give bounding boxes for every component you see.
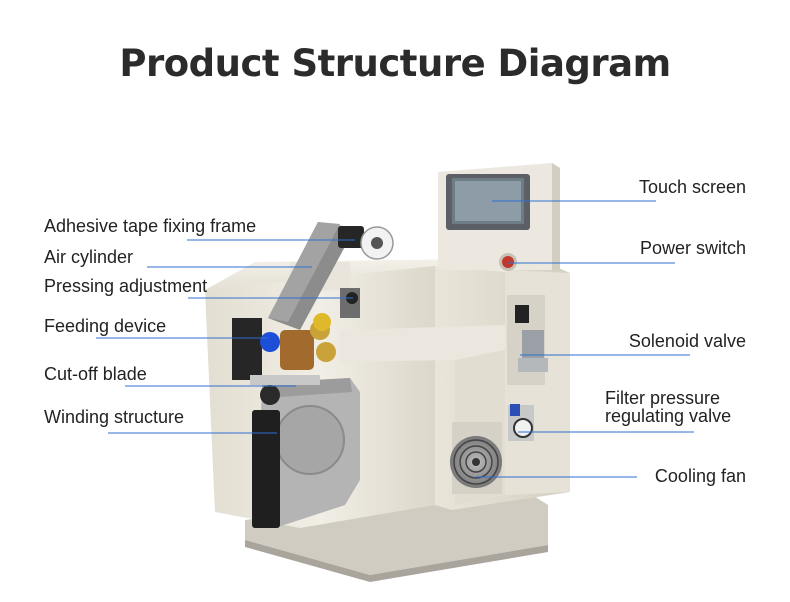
- label-cut-off-blade: Cut-off blade: [44, 364, 147, 384]
- solenoid-valve-area: [507, 295, 548, 385]
- label-cooling-fan: Cooling fan: [654, 466, 746, 486]
- label-pressing-adjustment: Pressing adjustment: [44, 276, 208, 296]
- label-touch-screen: Touch screen: [638, 177, 746, 197]
- cooling-fan-grille: [450, 422, 502, 494]
- label-filter-pressure-line2: regulating valve: [605, 406, 732, 426]
- tape-arm: [268, 222, 394, 330]
- label-filter-pressure-line1: Filter pressure: [605, 388, 721, 408]
- feeding-assembly: [232, 288, 360, 385]
- label-feeding-device: Feeding device: [44, 316, 167, 336]
- leader-lines-left: [96, 239, 355, 434]
- page-title: Product Structure Diagram: [119, 42, 671, 85]
- label-filter-pressure-regulating-valve: Filter pressure regulating valve: [605, 389, 731, 425]
- label-adhesive-tape-fixing-frame: Adhesive tape fixing frame: [44, 216, 257, 236]
- label-air-cylinder: Air cylinder: [44, 247, 134, 267]
- screen-tower: [438, 163, 560, 272]
- filter-regulator: [508, 404, 534, 441]
- label-winding-structure: Winding structure: [44, 407, 185, 427]
- power-switch-button: [499, 253, 517, 271]
- winding-plate: [252, 378, 360, 528]
- label-solenoid-valve: Solenoid valve: [628, 331, 746, 351]
- base-plate: [245, 487, 548, 582]
- leader-lines-right: [476, 200, 694, 478]
- label-power-switch: Power switch: [639, 238, 746, 258]
